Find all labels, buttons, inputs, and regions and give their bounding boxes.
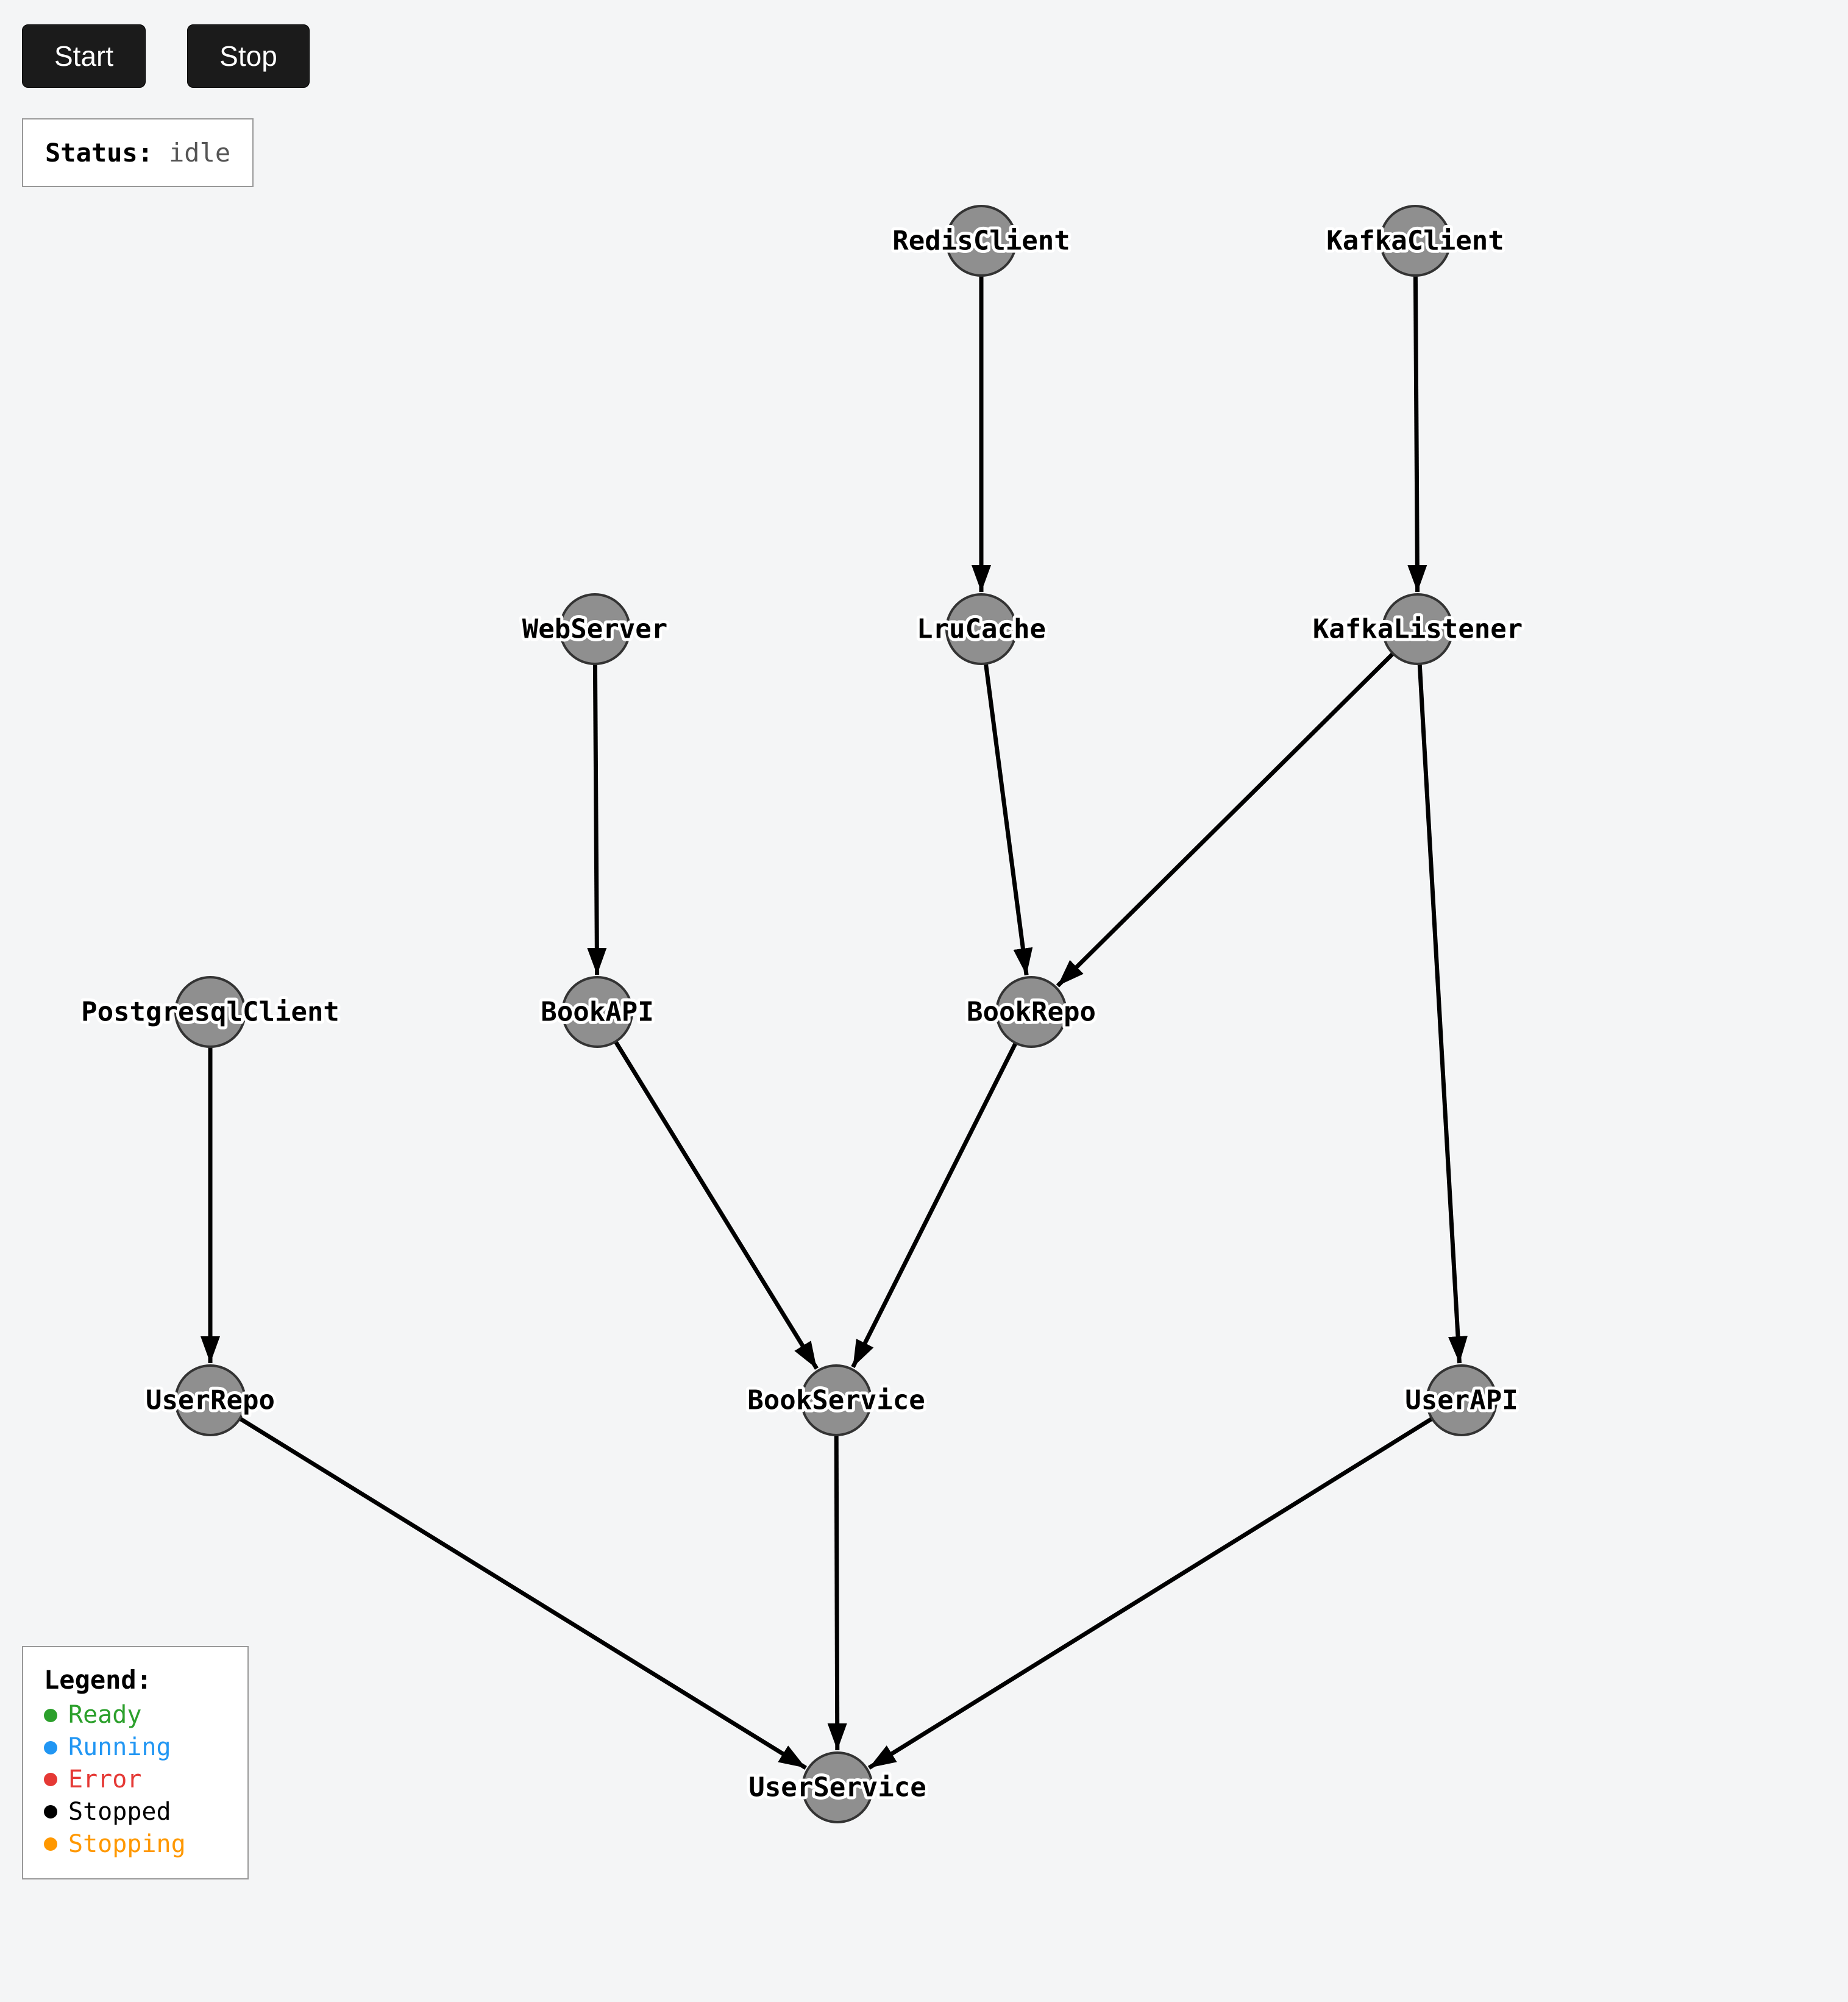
- legend-title: Legend:: [44, 1665, 152, 1695]
- legend-dot-stopping-icon: [44, 1837, 57, 1851]
- legend-item-running: Running: [44, 1731, 227, 1764]
- edge-KafkaListener-to-UserAPI: [1417, 663, 1468, 1364]
- edge-BookService-to-UserService: [827, 1434, 847, 1751]
- legend-dot-error-icon: [44, 1773, 57, 1787]
- legend-label-running: Running: [68, 1733, 171, 1762]
- node-circle-BookAPI[interactable]: [561, 976, 633, 1048]
- legend-item-stopping: Stopping: [44, 1828, 227, 1861]
- edge-UserRepo-to-UserService: [238, 1416, 807, 1770]
- status-value: idle: [169, 138, 231, 168]
- legend-label-stopping: Stopping: [68, 1829, 186, 1858]
- legend-dot-running-icon: [44, 1740, 57, 1754]
- legend-label-stopped: Stopped: [68, 1797, 171, 1826]
- node-circle-LruCache[interactable]: [945, 593, 1017, 665]
- edge-BookAPI-to-BookService: [613, 1040, 819, 1370]
- graph-node-LruCache[interactable]: LruCache: [914, 593, 1049, 665]
- node-circle-BookRepo[interactable]: [995, 976, 1067, 1048]
- status-box: Status: idle: [22, 118, 254, 187]
- node-circle-PostgresqlClient[interactable]: [174, 976, 246, 1048]
- edge-BookRepo-to-BookService: [851, 1042, 1018, 1369]
- graph-node-UserService[interactable]: UserService: [745, 1751, 929, 1823]
- node-circle-KafkaListener[interactable]: [1382, 593, 1454, 665]
- edge-KafkaClient-to-KafkaListener: [1407, 275, 1427, 593]
- graph-node-WebServer[interactable]: WebServer: [519, 593, 670, 665]
- legend-label-error: Error: [68, 1765, 142, 1794]
- legend-label-ready: Ready: [68, 1701, 142, 1729]
- node-circle-BookService[interactable]: [800, 1364, 872, 1436]
- start-button[interactable]: Start: [22, 24, 146, 88]
- edge-layer: [201, 275, 1468, 1770]
- legend-item-stopped: Stopped: [44, 1796, 227, 1828]
- node-circle-WebServer[interactable]: [559, 593, 631, 665]
- edge-WebServer-to-BookAPI: [587, 663, 607, 975]
- edge-KafkaListener-to-BookRepo: [1056, 652, 1395, 988]
- graph-node-KafkaListener[interactable]: KafkaListener: [1310, 593, 1526, 665]
- graph-node-BookRepo[interactable]: BookRepo: [964, 976, 1099, 1048]
- graph-node-RedisClient[interactable]: RedisClient: [889, 205, 1073, 277]
- status-label: Status:: [45, 138, 154, 168]
- graph-node-KafkaClient[interactable]: KafkaClient: [1323, 205, 1507, 277]
- legend-item-ready: Ready: [44, 1699, 227, 1731]
- stop-button[interactable]: Stop: [187, 24, 310, 88]
- graph-node-BookService[interactable]: BookService: [744, 1364, 928, 1436]
- legend-dot-stopped-icon: [44, 1805, 57, 1819]
- graph-node-UserRepo[interactable]: UserRepo: [143, 1364, 278, 1436]
- toolbar: Start Stop: [22, 24, 310, 88]
- edge-UserAPI-to-UserService: [867, 1417, 1434, 1770]
- legend-item-error: Error: [44, 1764, 227, 1796]
- node-circle-UserAPI[interactable]: [1426, 1364, 1498, 1436]
- node-circle-KafkaClient[interactable]: [1379, 205, 1451, 277]
- node-circle-UserService[interactable]: [801, 1751, 873, 1823]
- graph-node-BookAPI[interactable]: BookAPI: [538, 976, 657, 1048]
- node-circle-UserRepo[interactable]: [174, 1364, 246, 1436]
- graph-node-PostgresqlClient[interactable]: PostgresqlClient: [78, 976, 343, 1048]
- edge-LruCache-to-BookRepo: [983, 663, 1033, 975]
- node-circle-RedisClient[interactable]: [945, 205, 1017, 277]
- legend-dot-ready-icon: [44, 1708, 57, 1722]
